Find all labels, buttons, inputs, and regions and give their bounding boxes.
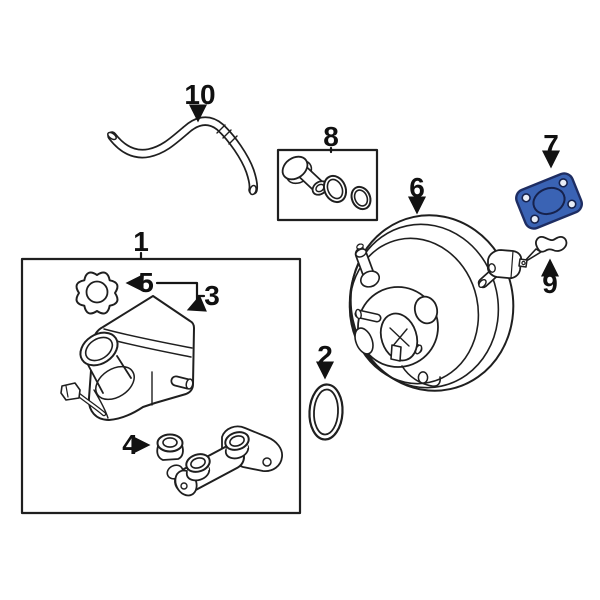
callout-1-number[interactable]: 1 xyxy=(133,226,149,257)
mc-flange-bolt-hole xyxy=(262,457,272,467)
valve-nub-top xyxy=(356,243,364,250)
reservoir-body-curve xyxy=(93,389,109,419)
master-cylinder-assembly xyxy=(20,257,302,515)
reservoir-shoulder-line-1 xyxy=(103,328,193,349)
booster-stud-left-end xyxy=(355,308,362,320)
booster-hub-cross xyxy=(389,327,410,348)
clevis-edge xyxy=(510,250,514,279)
callout-7-number[interactable]: 7 xyxy=(543,129,559,160)
booster-face-pad xyxy=(354,327,374,355)
kit-o-ring-large xyxy=(322,174,348,204)
gasket-center-bore xyxy=(532,186,566,216)
booster-stud-left xyxy=(356,311,380,321)
mc-port2-bore xyxy=(190,457,206,469)
gasket-plate xyxy=(515,172,583,230)
pushrod-end xyxy=(478,278,487,289)
grommet-bore xyxy=(162,437,178,448)
kit-o-ring-small-inner xyxy=(353,189,369,207)
mc-end-hole xyxy=(180,482,188,490)
valve-collar xyxy=(355,248,367,258)
gasket-bolt-hole xyxy=(558,178,568,188)
reservoir-neck-sides xyxy=(85,355,132,394)
callout-9[interactable]: 9 xyxy=(540,258,560,299)
valve-grommet xyxy=(360,270,380,288)
sensor-connector-edge xyxy=(65,385,69,398)
callout-8-number[interactable]: 8 xyxy=(323,121,339,152)
booster-hub-stub xyxy=(390,344,402,362)
clip-body xyxy=(535,235,568,253)
booster-bottom-tab xyxy=(401,365,441,387)
fitting-kit-box xyxy=(276,148,379,222)
callout-4-number[interactable]: 4 xyxy=(122,429,138,460)
vacuum-hose xyxy=(107,116,259,196)
sensor-connector xyxy=(60,382,81,401)
callout-6[interactable]: 6 xyxy=(407,172,427,215)
reservoir-cap-center xyxy=(85,280,109,304)
clevis-stub-hole xyxy=(521,260,526,266)
reservoir-neck-collar xyxy=(95,365,135,401)
reservoir-o-ring xyxy=(308,383,344,441)
plug-flange xyxy=(281,155,309,181)
gasket-bolt-hole xyxy=(530,214,540,224)
mc-port1-bore xyxy=(229,435,245,447)
callout-3-number[interactable]: 3 xyxy=(204,280,220,311)
reservoir-stub-end xyxy=(185,378,194,390)
booster-gasket xyxy=(515,172,583,230)
reservoir-neck-opening xyxy=(79,331,119,367)
o-ring-inner xyxy=(313,388,339,436)
callout-2-number[interactable]: 2 xyxy=(317,340,333,371)
pushrod-clip xyxy=(522,235,568,264)
callout-3[interactable]: 3 xyxy=(155,280,220,312)
sensor-wire xyxy=(78,394,105,415)
callout-4[interactable]: 4 xyxy=(122,429,151,460)
clevis-bore xyxy=(488,263,496,273)
booster-bottom-hole xyxy=(417,371,429,384)
power-brake-booster xyxy=(348,214,528,392)
reservoir-cap xyxy=(75,271,119,315)
callout-10-number[interactable]: 10 xyxy=(184,79,215,110)
callout-10[interactable]: 10 xyxy=(184,79,216,123)
callout-2[interactable]: 2 xyxy=(315,340,335,380)
kit-o-ring-large-inner xyxy=(326,178,344,200)
gasket-bolt-hole xyxy=(567,199,577,209)
callout-1[interactable]: 1 xyxy=(133,226,149,260)
callouts: 1 2 3 4 5 6 7 8 xyxy=(122,79,561,460)
hose-end-cap-left xyxy=(107,131,117,141)
callout-6-number[interactable]: 6 xyxy=(409,172,425,203)
callout-5[interactable]: 5 xyxy=(125,267,154,298)
callout-7[interactable]: 7 xyxy=(541,129,561,169)
hose-rib-marks xyxy=(216,124,238,145)
callout-3-arrow xyxy=(155,281,207,312)
booster-shell-seam-inner xyxy=(348,237,480,385)
gasket-bolt-hole xyxy=(521,193,531,203)
callout-5-number[interactable]: 5 xyxy=(138,267,154,298)
callout-8[interactable]: 8 xyxy=(323,121,339,154)
grommet-ring xyxy=(156,433,184,453)
reservoir-neck-opening-inner xyxy=(84,336,114,362)
hose-end-cap-right xyxy=(249,184,257,196)
booster-vacuum-port-hole xyxy=(413,295,439,325)
